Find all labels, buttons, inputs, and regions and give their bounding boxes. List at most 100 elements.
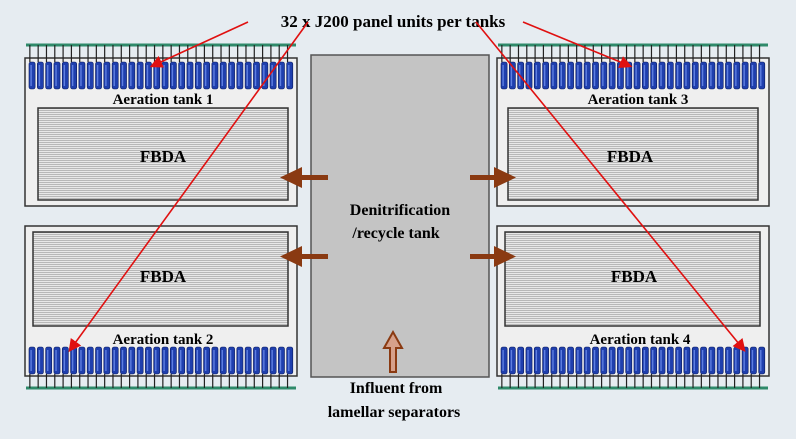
panel-connector xyxy=(153,45,156,62)
panel-highlight xyxy=(710,350,712,371)
panel-connector xyxy=(642,374,644,388)
panel-connector xyxy=(261,45,264,62)
j200-panel-unit xyxy=(725,346,732,375)
panel-connector xyxy=(79,45,81,62)
panel-connector xyxy=(187,374,189,388)
j200-panel-unit xyxy=(28,346,36,375)
panel-highlight xyxy=(676,350,679,371)
panel-connector xyxy=(742,374,744,388)
panel-connector xyxy=(559,374,561,388)
flow-arrow-to-tank-3 xyxy=(470,167,516,188)
j200-panel-unit xyxy=(509,346,516,375)
j200-panel-unit xyxy=(567,346,574,375)
panel-connector xyxy=(675,45,678,62)
panel-connector xyxy=(195,374,197,388)
panel-highlight xyxy=(560,65,562,86)
j200-panel-unit xyxy=(78,61,86,90)
panel-connector xyxy=(551,374,553,388)
j200-panel-unit xyxy=(592,346,599,375)
panel-connector xyxy=(758,374,761,388)
panel-connector xyxy=(137,374,139,388)
panel-connector xyxy=(62,374,64,388)
panel-highlight xyxy=(229,65,232,86)
panel-highlight xyxy=(685,65,687,86)
j200-panel-unit xyxy=(650,61,658,90)
influent-label-line2: lamellar separators xyxy=(328,404,461,421)
panel-connector xyxy=(70,45,73,62)
panel-highlight xyxy=(121,65,124,86)
panel-connector xyxy=(95,374,97,388)
panel-highlight xyxy=(138,350,140,371)
panel-connector xyxy=(245,45,247,62)
panel-connector xyxy=(733,374,736,388)
panel-connector xyxy=(617,45,619,62)
aeration-tank-2-label: Aeration tank 2 xyxy=(113,332,214,348)
panel-connector xyxy=(153,374,156,388)
panel-highlight xyxy=(105,65,107,86)
j200-panel-unit xyxy=(61,346,69,375)
panel-connector xyxy=(270,374,272,388)
panel-connector xyxy=(509,45,511,62)
panel-connector xyxy=(70,374,73,388)
panel-connector xyxy=(203,45,206,62)
panel-highlight xyxy=(113,65,115,86)
panel-units-callout: 32 x J200 panel units per tanks xyxy=(281,12,506,31)
j200-panel-unit xyxy=(716,346,724,375)
panel-connector xyxy=(709,45,711,62)
panel-highlight xyxy=(30,350,32,371)
panel-connector xyxy=(286,45,289,62)
panel-highlight xyxy=(726,350,729,371)
panel-connector xyxy=(634,45,636,62)
panel-highlight xyxy=(229,350,232,371)
panel-highlight xyxy=(254,65,257,86)
j200-panel-unit xyxy=(592,61,599,90)
panel-highlight xyxy=(221,65,223,86)
panel-connector xyxy=(45,45,48,62)
panel-connector xyxy=(725,45,727,62)
j200-panel-unit xyxy=(211,346,219,375)
j200-panel-unit xyxy=(675,346,682,375)
panel-highlight xyxy=(30,65,32,86)
panel-highlight xyxy=(188,350,190,371)
j200-panel-unit xyxy=(683,346,691,375)
j200-panel-unit xyxy=(517,346,525,375)
j200-panel-unit xyxy=(153,346,161,375)
panel-highlight xyxy=(577,350,579,371)
panel-connector xyxy=(526,45,528,62)
panel-highlight xyxy=(105,350,107,371)
panel-highlight xyxy=(121,350,124,371)
j200-panel-unit xyxy=(128,346,136,375)
j200-panel-unit xyxy=(45,346,53,375)
j200-panel-row-1 xyxy=(26,43,296,90)
panel-highlight xyxy=(585,350,587,371)
panel-highlight xyxy=(38,65,41,86)
panel-connector xyxy=(104,374,106,388)
j200-panel-unit xyxy=(103,61,111,90)
panel-highlight xyxy=(502,350,504,371)
callout-line-tank-3 xyxy=(522,21,633,69)
panel-connector xyxy=(542,45,545,62)
panel-connector xyxy=(195,45,197,62)
j200-panel-unit xyxy=(600,346,608,375)
j200-panel-unit xyxy=(700,61,707,90)
fbda-label-3: FBDA xyxy=(607,147,654,166)
panel-highlight xyxy=(701,350,704,371)
panel-connector xyxy=(162,374,164,388)
panel-connector xyxy=(54,45,56,62)
panel-connector xyxy=(758,45,761,62)
fbda-basin-4 xyxy=(504,231,761,327)
fbda-basin-3 xyxy=(507,107,759,201)
panel-connector xyxy=(592,374,594,388)
panel-highlight xyxy=(238,65,240,86)
panel-highlight xyxy=(180,350,182,371)
flow-arrow-to-tank-2 xyxy=(280,246,328,267)
panel-connector xyxy=(187,45,189,62)
tank-block-3: Aeration tank 3 FBDA xyxy=(496,43,770,207)
panel-connector xyxy=(733,45,736,62)
j200-panel-unit xyxy=(186,346,194,375)
j200-panel-unit xyxy=(550,61,558,90)
panel-highlight xyxy=(246,350,248,371)
j200-panel-unit xyxy=(28,61,36,90)
panel-highlight xyxy=(760,65,762,86)
j200-panel-unit xyxy=(253,61,260,90)
